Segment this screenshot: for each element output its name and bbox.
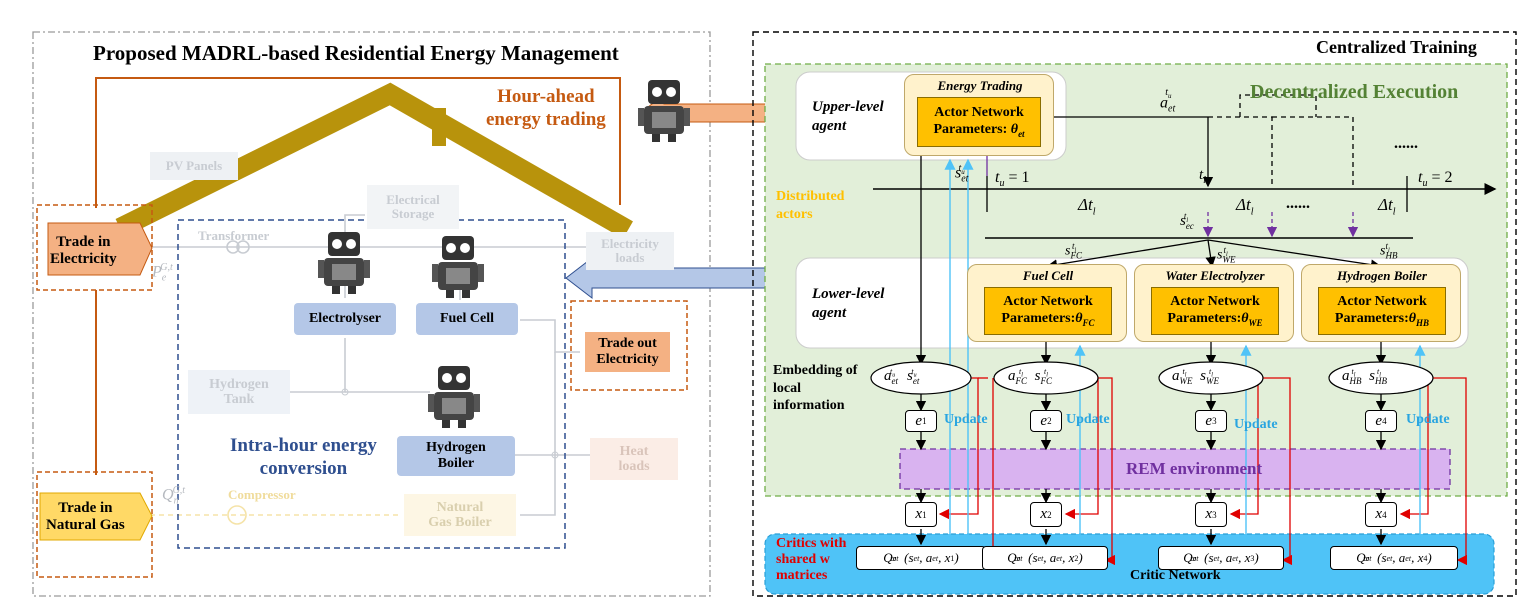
embedding-label: Embedding of local information (773, 363, 858, 413)
distributed-actors-label: Distributed actors (776, 189, 845, 222)
rem-environment-bar (899, 448, 1451, 490)
electrical-storage: Electrical Storage (367, 185, 459, 229)
energy-trading-actor: Energy Trading Actor Network Parameters:… (904, 74, 1054, 156)
s-we-label: sWEtl (1217, 245, 1236, 265)
s-et-label: settu (955, 163, 969, 185)
orange-frame (95, 77, 621, 208)
hydrogen-boiler-node: Hydrogen Boiler (397, 436, 515, 476)
tu1-label: tu = 1 (995, 169, 1030, 190)
robot-icon (318, 232, 370, 294)
embed-hb: aHBtl sHBtl (1342, 367, 1387, 386)
robot-icon (428, 366, 480, 428)
embed-we: aWEtl sWEtl (1172, 367, 1219, 386)
tu2-label: tu = 2 (1418, 169, 1453, 190)
a-et-label: aettu (1160, 87, 1176, 115)
left-panel-title: Proposed MADRL-based Residential Energy … (93, 41, 619, 65)
ellipsis-mid: ...... (1286, 195, 1310, 212)
delta-t-2: Δtl (1236, 195, 1254, 218)
s-hb-label: sHBtl (1380, 241, 1398, 261)
natural-gas-boiler: Natural Gas Boiler (404, 494, 516, 536)
right-panel-border (752, 31, 1517, 597)
upper-agent-label: Upper-level agent (812, 99, 884, 134)
decentralized-label: Decentralized Execution (1250, 81, 1459, 103)
embed-et: aettu settu (884, 367, 920, 386)
robot-icon (638, 80, 690, 142)
compressor-label: Compressor (228, 487, 296, 502)
fuel-cell-actor: Fuel Cell Actor Network Parameters:θFC (967, 264, 1127, 342)
hydrogen-tank: Hydrogen Tank (188, 370, 290, 414)
heat-loads: Heat loads (590, 438, 678, 480)
tl-label: tl (1199, 167, 1206, 186)
embed-fc: aFCtl sFCtl (1008, 367, 1053, 386)
electricity-loads: Electricity loads (586, 232, 674, 270)
update-label-3: Update (1234, 417, 1278, 432)
fuel-cell-node: Fuel Cell (416, 303, 518, 335)
delta-t-3: Δtl (1378, 195, 1396, 218)
rem-environment-label: REM environment (1126, 459, 1263, 478)
critic-network-label: Critic Network (1130, 568, 1221, 583)
trade-out-electricity-box: Trade out Electricity (585, 332, 670, 372)
intra-hour-label: Intra-hour energy conversion (230, 435, 377, 479)
update-label-2: Update (1066, 412, 1110, 427)
s-fc-label: sFCtl (1065, 241, 1082, 261)
robot-icon (432, 236, 484, 298)
right-panel-title: Centralized Training (1316, 37, 1477, 57)
qn-label: QnG,t (162, 485, 186, 507)
water-electrolyzer-actor: Water Electrolyzer Actor Network Paramet… (1134, 264, 1294, 342)
lower-agent-label: Lower-level agent (812, 286, 885, 321)
critics-label: Critics with shared w matrices (776, 536, 847, 584)
s-ec-label: sectl (1180, 211, 1194, 231)
update-label-4: Update (1406, 412, 1450, 427)
update-label-1: Update (944, 412, 988, 427)
transformer-label: Transformer (198, 228, 270, 243)
roof (115, 82, 633, 239)
left-panel-border (32, 31, 711, 597)
electrolyser-node: Electrolyser (294, 303, 396, 335)
ellipsis-top: ...... (1394, 135, 1418, 152)
hour-ahead-label: Hour-ahead energy trading (486, 86, 606, 130)
trade-in-electricity-box: Trade in Electricity (50, 234, 117, 268)
pv-panels: PV Panels (150, 152, 238, 180)
trade-in-gas-box: Trade in Natural Gas (46, 500, 125, 534)
delta-t-1: Δtl (1078, 195, 1096, 218)
pe-label: PeG,t (152, 262, 173, 284)
hydrogen-boiler-actor: Hydrogen Boiler Actor Network Parameters… (1301, 264, 1461, 342)
